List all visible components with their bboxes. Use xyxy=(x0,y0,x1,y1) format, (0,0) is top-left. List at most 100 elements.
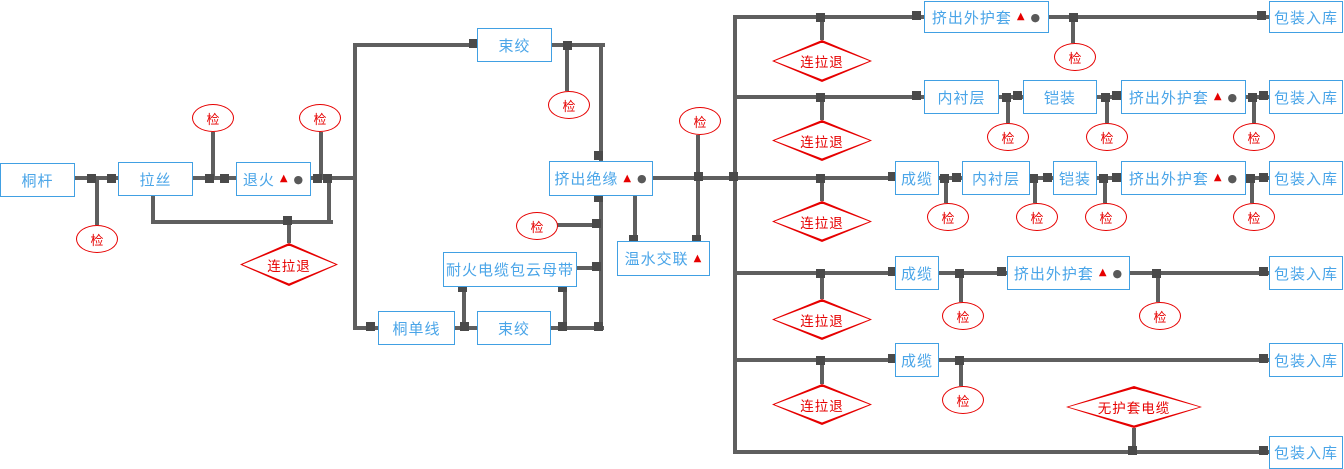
connection-point xyxy=(594,151,603,160)
connection-point xyxy=(1257,11,1266,20)
connector-line xyxy=(1132,428,1136,452)
process-box-packing-row6: 包装入库 xyxy=(1269,436,1343,469)
connection-point xyxy=(816,174,825,183)
process-box-insulation-extrusion: 挤出绝缘▲● xyxy=(549,161,653,196)
connection-point xyxy=(955,356,964,365)
process-label: 铠装 xyxy=(1043,88,1076,107)
connection-point xyxy=(1259,354,1268,363)
process-box-packing-row4: 包装入库 xyxy=(1269,256,1343,290)
process-label: 包装入库 xyxy=(1273,169,1338,188)
inspection-label: 检 xyxy=(562,99,576,115)
inspection-label: 检 xyxy=(1068,51,1082,67)
process-box-packing-row1: 包装入库 xyxy=(1269,1,1343,33)
process-box-annealing: 退火▲● xyxy=(236,162,311,196)
connection-point xyxy=(323,174,332,183)
connection-point xyxy=(87,174,96,183)
connector-line xyxy=(820,360,824,384)
inspection-label: 检 xyxy=(1247,131,1261,147)
connector-line xyxy=(556,223,601,227)
connector-line xyxy=(820,17,824,40)
inspection-circle: 检 xyxy=(1054,43,1096,71)
process-label: 挤出外护套 xyxy=(931,8,1012,27)
key-process-triangle-marker: ▲ xyxy=(1213,91,1223,102)
process-label: 包装入库 xyxy=(1273,264,1338,283)
quality-dot-marker: ● xyxy=(1227,171,1239,185)
connector-line xyxy=(733,450,1271,454)
connection-point xyxy=(997,267,1006,276)
connection-point xyxy=(1128,446,1137,455)
process-box-warm-water-crosslink: 温水交联▲ xyxy=(617,241,710,276)
process-label: 桐杆 xyxy=(21,171,54,190)
inspection-label: 检 xyxy=(313,112,327,128)
process-box-packing-row5: 包装入库 xyxy=(1269,343,1343,377)
connection-point xyxy=(888,354,897,363)
connector-line xyxy=(1006,99,1010,123)
inspection-circle: 检 xyxy=(548,91,590,119)
process-box-inner-lining-row2: 内衬层 xyxy=(924,80,999,114)
decision-diamond-continuous-draw-anneal: 连拉退 xyxy=(240,243,338,286)
inspection-label: 检 xyxy=(1001,131,1015,147)
process-label: 拉丝 xyxy=(139,170,172,189)
connector-line xyxy=(820,178,824,201)
process-box-bunching-top: 束绞 xyxy=(477,28,552,62)
connection-point xyxy=(1002,93,1011,102)
connector-line xyxy=(733,271,897,275)
process-label: 铠装 xyxy=(1058,169,1091,188)
inspection-label: 检 xyxy=(90,233,104,249)
connection-point xyxy=(205,174,214,183)
inspection-circle: 检 xyxy=(942,386,984,414)
process-box-outer-sheath-extrusion-row3: 挤出外护套▲● xyxy=(1121,161,1246,195)
connector-line xyxy=(575,266,601,270)
connection-point xyxy=(558,322,567,331)
connection-point xyxy=(1069,13,1078,22)
connection-point xyxy=(1101,93,1110,102)
inspection-circle: 检 xyxy=(1085,203,1127,231)
process-label: 耐火电缆包云母带 xyxy=(445,261,574,279)
process-box-copper-single-wire: 桐单线 xyxy=(378,311,455,345)
inspection-circle: 检 xyxy=(679,107,721,135)
decision-diamond-continuous-draw-anneal: 连拉退 xyxy=(772,120,872,161)
connector-line xyxy=(1156,275,1160,302)
connector-line xyxy=(353,43,357,330)
process-label: 束绞 xyxy=(498,36,531,55)
connection-point xyxy=(563,41,572,50)
connector-line xyxy=(550,326,604,330)
inspection-circle: 检 xyxy=(192,104,234,132)
diamond-label: 连拉退 xyxy=(800,55,844,71)
decision-diamond-continuous-draw-anneal: 连拉退 xyxy=(772,201,872,242)
quality-dot-marker: ● xyxy=(637,172,648,185)
process-label: 束绞 xyxy=(497,319,530,338)
connection-point xyxy=(1152,269,1161,278)
connector-line xyxy=(1071,19,1075,43)
inspection-circle: 检 xyxy=(1016,203,1058,231)
connector-line xyxy=(1047,15,1271,19)
connection-point xyxy=(816,356,825,365)
connection-point xyxy=(1259,446,1268,455)
process-box-cabling-row4: 成缆 xyxy=(895,256,939,290)
inspection-circle: 检 xyxy=(1233,123,1275,151)
connector-line xyxy=(820,97,824,120)
connector-line xyxy=(1033,180,1037,203)
inspection-circle: 检 xyxy=(76,225,118,253)
diamond-label: 无护套电缆 xyxy=(1097,401,1171,417)
process-box-wire-drawing: 拉丝 xyxy=(118,162,193,196)
connector-line xyxy=(1250,180,1254,203)
process-box-outer-sheath-extrusion-row2: 挤出外护套▲● xyxy=(1121,80,1246,114)
connection-point xyxy=(366,322,375,331)
process-label: 包装入库 xyxy=(1273,8,1338,27)
connection-point xyxy=(592,219,601,228)
process-label: 桐单线 xyxy=(392,319,441,338)
quality-dot-marker: ● xyxy=(293,172,305,186)
connector-line xyxy=(997,95,1025,99)
connector-line xyxy=(563,287,567,328)
connection-point xyxy=(694,172,703,181)
inspection-circle: 检 xyxy=(516,212,558,240)
decision-diamond-unsheathed-cable: 无护套电缆 xyxy=(1066,386,1202,428)
connection-point xyxy=(816,93,825,102)
process-label: 退火 xyxy=(242,170,275,189)
diamond-label: 连拉退 xyxy=(800,398,844,415)
process-box-packing-row2: 包装入库 xyxy=(1269,80,1343,114)
key-process-triangle-marker: ▲ xyxy=(1016,11,1026,22)
connection-point xyxy=(729,172,738,181)
connector-line xyxy=(1128,271,1271,275)
